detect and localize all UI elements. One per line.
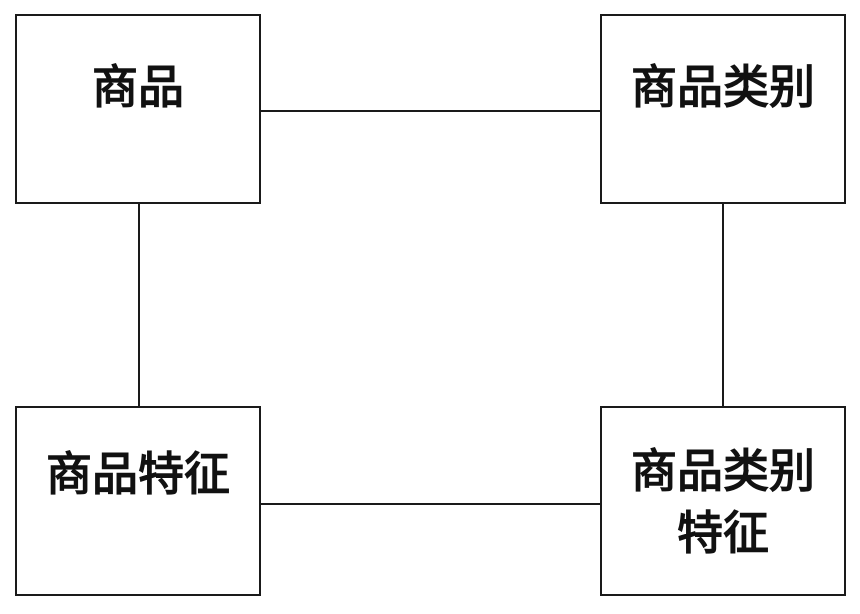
node-product-label: 商品 [92, 60, 184, 114]
node-product-category-feature-label: 商品类别特征 [631, 444, 815, 560]
edge-product-to-product-feature [138, 204, 140, 406]
edge-product-feature-to-category-feature [261, 503, 600, 505]
edge-category-to-category-feature [722, 204, 724, 406]
node-product-category: 商品类别 [600, 14, 846, 204]
node-product-feature-label: 商品特征 [46, 447, 230, 501]
node-product-category-feature: 商品类别特征 [600, 406, 846, 596]
node-product-category-label: 商品类别 [631, 60, 815, 114]
node-product: 商品 [15, 14, 261, 204]
edge-product-to-category [261, 110, 600, 112]
node-product-feature: 商品特征 [15, 406, 261, 596]
